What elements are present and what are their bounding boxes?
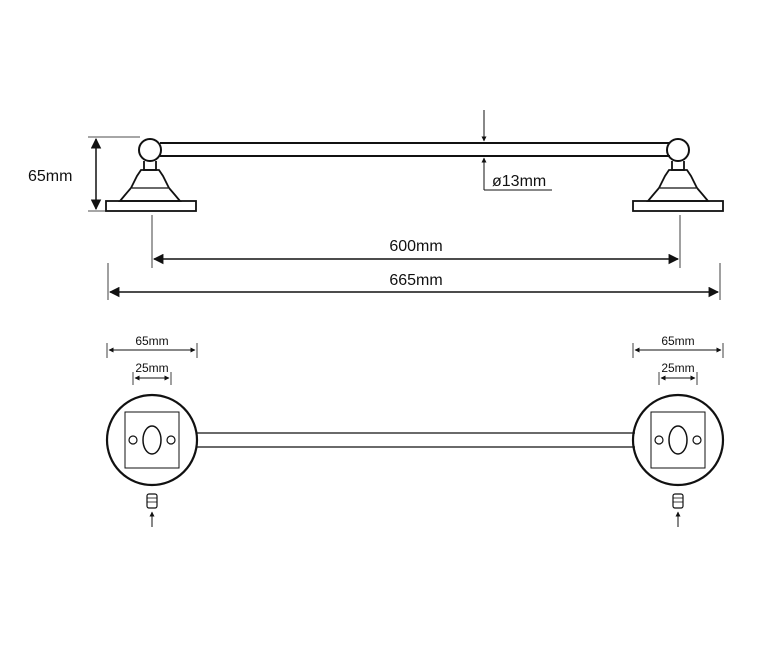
left-hole-spacing-dimension: 25mm: [132, 361, 172, 385]
left-plate-width-label: 65mm: [135, 334, 168, 348]
inner-width-dimension: 600mm: [151, 215, 681, 268]
plan-rod: [197, 432, 635, 448]
overall-width-dimension: 665mm: [107, 263, 721, 300]
right-plate-width-label: 65mm: [661, 334, 694, 348]
plan-view: 65mm 25mm 65mm 25mm: [105, 334, 725, 527]
right-hole-spacing-label: 25mm: [661, 361, 694, 375]
overall-width-label: 665mm: [389, 272, 442, 289]
right-hole-spacing-dimension: 25mm: [658, 361, 698, 385]
left-plate-width-dimension: 65mm: [106, 334, 198, 358]
rod: [160, 142, 670, 157]
right-screw-icon: [672, 493, 684, 509]
rod-diameter-label: ø13mm: [492, 173, 546, 190]
right-wall-plate: [631, 393, 725, 527]
right-bracket: [632, 138, 724, 212]
right-plate-width-dimension: 65mm: [632, 334, 724, 358]
height-label: 65mm: [28, 168, 72, 185]
left-screw-icon: [146, 493, 158, 509]
front-view: 65mm ø13mm 600mm 665mm: [28, 110, 724, 300]
left-bracket: [105, 138, 197, 212]
inner-width-label: 600mm: [389, 238, 442, 255]
height-dimension: 65mm: [28, 136, 140, 212]
rod-diameter-dimension: ø13mm: [481, 110, 552, 191]
left-hole-spacing-label: 25mm: [135, 361, 168, 375]
left-wall-plate: [105, 393, 199, 527]
